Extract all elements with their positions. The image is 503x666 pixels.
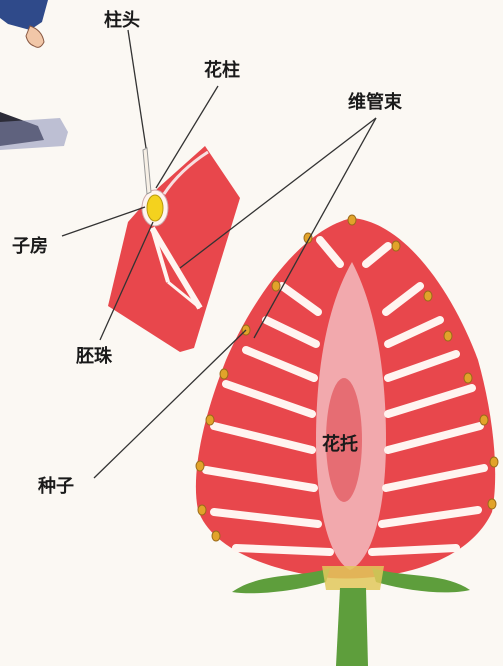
figure-shoe-icon <box>0 112 68 150</box>
label-ovary: 子房 <box>12 238 48 256</box>
ovule-mark <box>147 195 163 221</box>
label-ovule: 胚珠 <box>76 348 112 366</box>
label-seed: 种子 <box>38 478 74 496</box>
label-vascular-bundle: 维管束 <box>348 94 402 112</box>
label-style: 花柱 <box>204 62 240 80</box>
label-stigma: 柱头 <box>104 12 140 30</box>
ovary-section <box>108 146 240 352</box>
figure-hand-icon <box>0 0 48 47</box>
label-receptacle: 花托 <box>322 436 358 454</box>
